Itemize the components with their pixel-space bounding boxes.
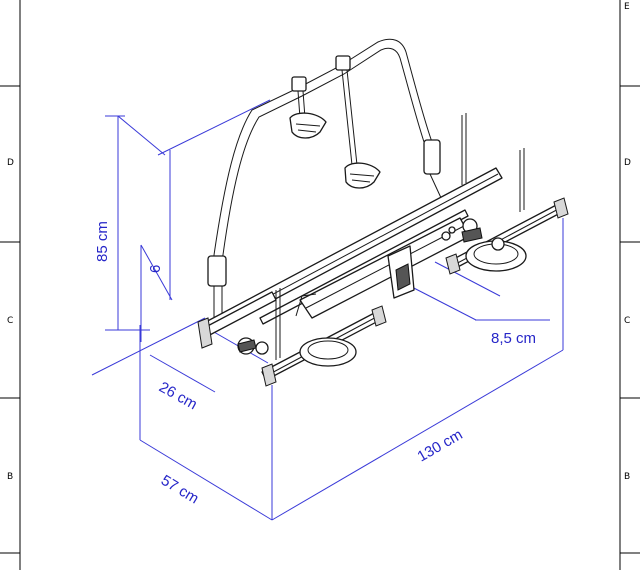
zone-letter-left-b: B (7, 472, 13, 482)
cradle-right (344, 162, 381, 189)
arch-base-clamp (207, 255, 227, 287)
dim-height-small-label: 6 (147, 265, 164, 273)
frame-cradles (289, 112, 381, 189)
wheel-posts (275, 113, 525, 360)
zone-letter-right-e: E (624, 2, 630, 12)
central-beam (299, 217, 471, 319)
carrier-arch (207, 38, 443, 322)
base-discs (299, 240, 527, 367)
hanger-top-left (291, 76, 307, 92)
bike-carrier-drawing (197, 38, 569, 387)
base-disc-left (299, 337, 357, 367)
cradle-left (289, 112, 327, 139)
zone-letter-right-b: B (624, 472, 630, 482)
zone-letter-right-d: D (624, 158, 631, 168)
dim-rail-depth-label: 26 cm (156, 379, 200, 414)
dimension-lines (91, 99, 564, 521)
wheel-tray-left-end (197, 291, 277, 349)
hanger-top-right (335, 55, 351, 71)
zone-letter-right-c: C (624, 316, 630, 326)
zone-letter-left-c: C (7, 316, 13, 326)
dim-height-total-label: 85 cm (94, 221, 111, 262)
dim-depth-label: 57 cm (158, 472, 202, 508)
dim-rail-offset-label: 8,5 cm (491, 330, 536, 347)
zone-letter-left-d: D (7, 158, 14, 168)
clamp-knobs (237, 218, 505, 355)
arch-pivot (423, 139, 441, 175)
